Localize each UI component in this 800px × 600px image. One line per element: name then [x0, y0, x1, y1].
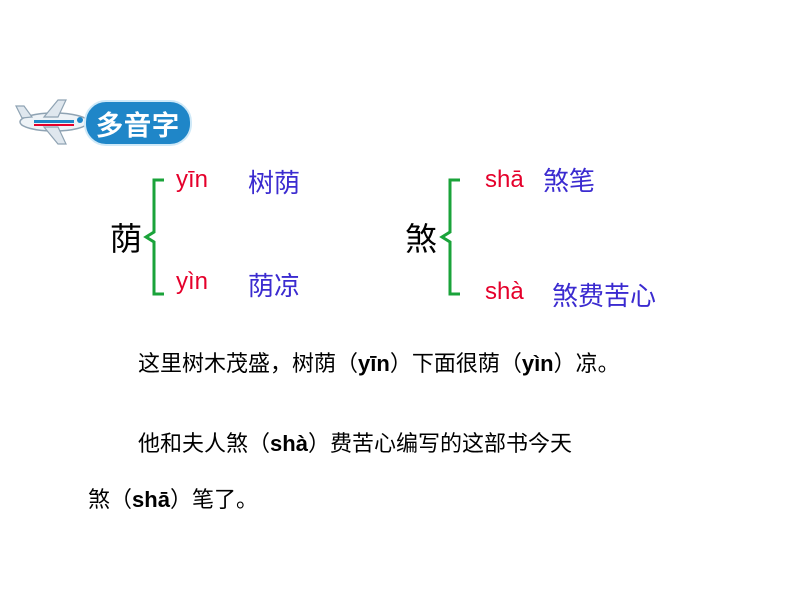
word-shafei-kuxin: 煞费苦心 [552, 282, 657, 312]
example-sentence-1: 这里树木茂盛，树荫（yīn）下面很荫（yìn）凉。 [138, 351, 620, 377]
polyphone-char-sha: 煞 [405, 220, 438, 258]
section-header: 多音字 [14, 96, 192, 150]
pinyin-yin-4: yìn [176, 268, 209, 295]
section-title-badge: 多音字 [84, 100, 192, 146]
pinyin-sha-4: shà [485, 278, 524, 305]
example-sentence-2: 他和夫人煞（shà）费苦心编写的这部书今天 [138, 431, 572, 457]
word-shabi: 煞笔 [543, 167, 596, 197]
brace-left-icon [439, 178, 460, 296]
example-sentence-2-cont: 煞（shā）笔了。 [88, 487, 258, 513]
word-shuyin: 树荫 [248, 169, 301, 199]
brace-left-icon [143, 178, 164, 296]
pinyin-sha-1: shā [485, 166, 524, 193]
word-yinliang: 荫凉 [248, 272, 301, 302]
pinyin-yin-1: yīn [176, 166, 209, 193]
polyphone-char-yin: 荫 [110, 220, 143, 258]
